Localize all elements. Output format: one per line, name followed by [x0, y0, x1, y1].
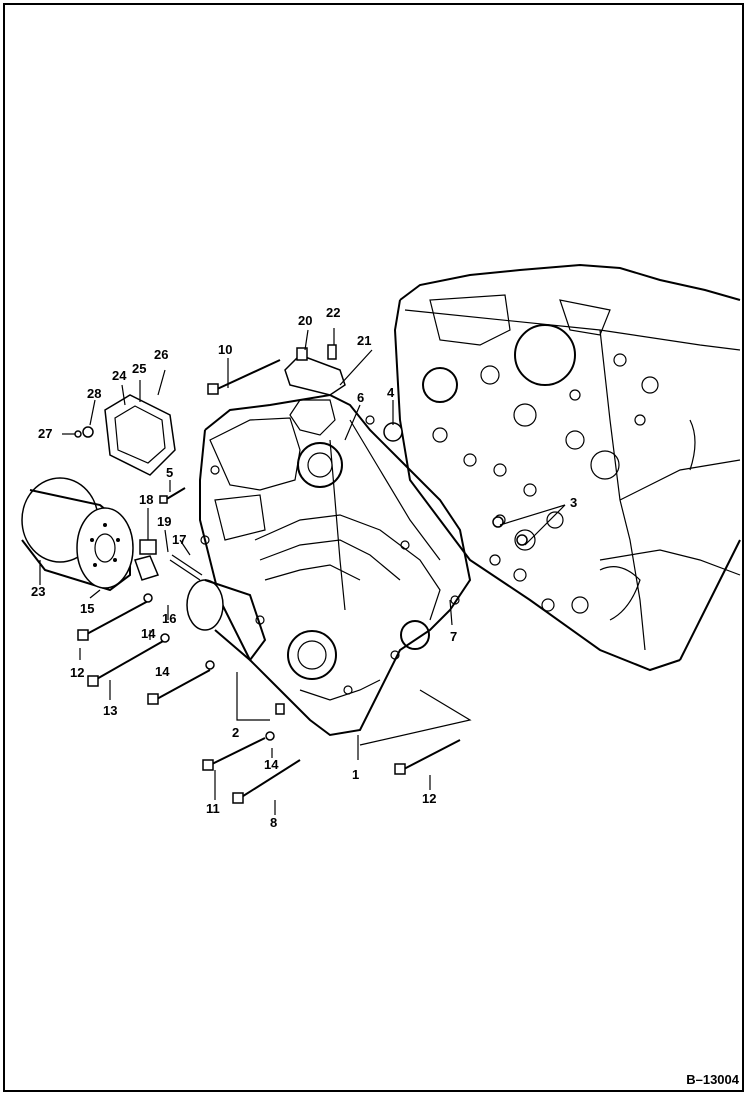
- callout-10: 10: [218, 342, 233, 357]
- leader-lines: [39, 328, 566, 815]
- front-cover: [199, 393, 472, 737]
- water-inlet: [186, 579, 267, 662]
- diagram-frame: [3, 3, 744, 1092]
- callout-26: 26: [154, 347, 169, 362]
- callout-2: 2: [232, 725, 240, 740]
- figure-id: B–13004: [686, 1072, 739, 1087]
- callout-21: 21: [357, 333, 372, 348]
- callout-12-right: 12: [422, 791, 437, 806]
- callout-3: 3: [570, 495, 578, 510]
- callout-28: 28: [87, 386, 102, 401]
- callout-14-b: 14: [155, 664, 170, 679]
- water-flange: [284, 344, 346, 396]
- callout-8: 8: [270, 815, 278, 830]
- callout-17: 17: [172, 532, 187, 547]
- callout-6: 6: [357, 390, 365, 405]
- callout-14-a: 14: [141, 626, 156, 641]
- oil-cooler-cover: [74, 394, 176, 476]
- callout-4: 4: [387, 385, 395, 400]
- bolts: [77, 359, 528, 804]
- callout-20: 20: [298, 313, 313, 328]
- callout-15: 15: [80, 601, 95, 616]
- engine-block: [393, 263, 741, 672]
- callout-24: 24: [112, 368, 127, 383]
- relief-valve: [134, 539, 203, 581]
- callout-25: 25: [132, 361, 147, 376]
- callout-27: 27: [38, 426, 53, 441]
- callout-23: 23: [31, 584, 46, 599]
- callout-11: 11: [206, 801, 220, 816]
- callout-16: 16: [162, 611, 177, 626]
- callout-12-left: 12: [70, 665, 85, 680]
- callout-22: 22: [326, 305, 341, 320]
- callout-14-c: 14: [264, 757, 279, 772]
- callout-19: 19: [157, 514, 172, 529]
- callout-13: 13: [103, 703, 118, 718]
- callout-5: 5: [166, 465, 174, 480]
- oil-filter: [21, 477, 134, 592]
- callout-1: 1: [352, 767, 360, 782]
- callout-18: 18: [139, 492, 154, 507]
- callout-7: 7: [450, 629, 458, 644]
